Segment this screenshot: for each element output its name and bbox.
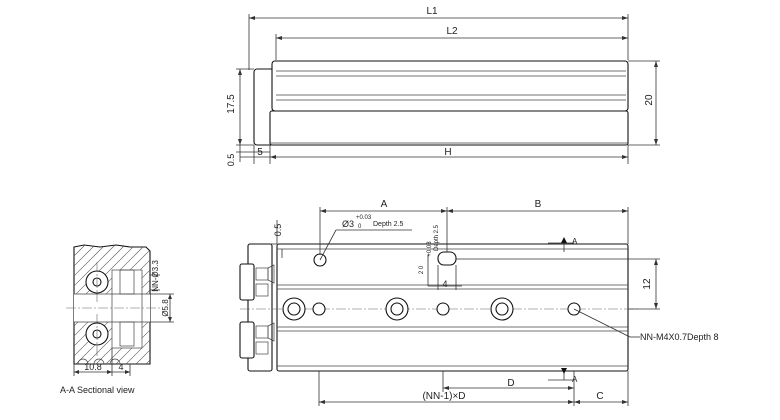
dim-A: A	[381, 199, 388, 210]
dim-12: 12	[642, 278, 653, 290]
table-body	[271, 60, 629, 112]
thread-callout: NN-M4X0.7Depth 8	[640, 332, 719, 342]
cut-mark-bottom: A	[572, 375, 578, 384]
dim-pitch: (NN-1)×D	[422, 391, 465, 402]
pin-depth: Depth 2.5	[373, 221, 403, 228]
dim-D: D	[507, 378, 514, 389]
top-body	[276, 243, 629, 372]
small-holes	[312, 302, 581, 316]
dim-L2: L2	[446, 26, 458, 37]
slot-depth: Depth 2.5	[434, 224, 440, 251]
dim-0-5-top: 0.5	[273, 224, 283, 237]
top-view: A B 0.5 Ø3 +0.03 0 Depth 2.5 2 0 +0.03 D…	[239, 199, 719, 406]
slot-hole	[437, 251, 457, 266]
dim-17-5: 17.5	[226, 94, 237, 114]
section-title: A-A Sectional view	[60, 385, 135, 395]
pin-hole-dia: Ø3	[342, 219, 354, 229]
dim-B: B	[535, 199, 542, 210]
threaded-holes	[282, 297, 514, 321]
dim-L1: L1	[426, 6, 438, 17]
dim-C: C	[596, 391, 603, 402]
section-view: NN-Ø3.3 Ø5.8 10.8 4 A-A Sectional view	[60, 244, 174, 395]
cut-mark-top: A	[572, 237, 578, 246]
base-body	[269, 110, 629, 146]
dim-0-5-side: 0.5	[226, 154, 236, 167]
side-view: L1 L2 17.5 0.5 20 5 H	[226, 6, 660, 166]
dim-5: 5	[257, 147, 263, 158]
dim-20: 20	[644, 94, 655, 106]
slot-small: 2 0	[419, 265, 425, 274]
section-10-8-label: 10.8	[84, 362, 102, 372]
section-4-label: 4	[118, 362, 123, 372]
pin-tol-zero: 0	[358, 224, 362, 230]
section-bore-label: Ø5.8	[161, 299, 170, 317]
dim-4: 4	[442, 279, 447, 289]
dim-H: H	[444, 147, 451, 158]
slot-tol: +0.03	[427, 241, 433, 257]
section-holes-label: NN-Ø3.3	[151, 260, 160, 292]
pin-tol-plus: +0.03	[356, 215, 372, 221]
